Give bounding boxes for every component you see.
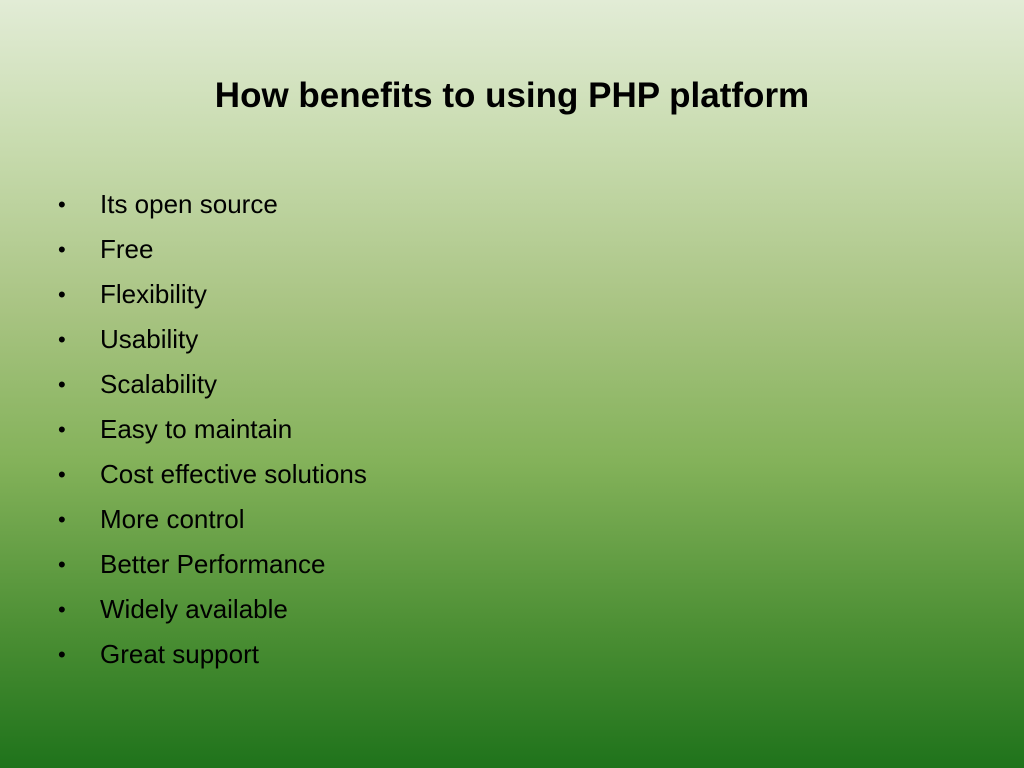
list-item-text: Flexibility <box>100 279 207 309</box>
list-item-text: Easy to maintain <box>100 414 293 444</box>
list-item-text: Scalability <box>100 369 218 399</box>
list-item-text: Better Performance <box>100 549 326 579</box>
list-item: • Usability <box>58 317 367 362</box>
bullet-icon: • <box>58 192 66 217</box>
list-item: • Cost effective solutions <box>58 452 367 497</box>
slide-title: How benefits to using PHP platform <box>214 76 810 115</box>
list-item: • Its open source <box>58 182 367 227</box>
bullet-icon: • <box>58 282 66 307</box>
list-item: • Easy to maintain <box>58 407 367 452</box>
list-item: • Great support <box>58 632 367 677</box>
bullet-icon: • <box>58 552 66 577</box>
list-item-text: Cost effective solutions <box>100 459 367 489</box>
list-item-text: Free <box>100 234 154 264</box>
bullet-icon: • <box>58 642 66 667</box>
bullet-icon: • <box>58 327 66 352</box>
list-item: • Better Performance <box>58 542 367 587</box>
bullet-icon: • <box>58 597 66 622</box>
bullet-icon: • <box>58 417 66 442</box>
list-item: • More control <box>58 497 367 542</box>
list-item-text: Its open source <box>100 189 278 219</box>
list-item-text: Usability <box>100 324 199 354</box>
list-item: • Free <box>58 227 367 272</box>
bullet-icon: • <box>58 372 66 397</box>
bullet-list: • Its open source • Free • Flexibility •… <box>58 182 367 677</box>
bullet-icon: • <box>58 462 66 487</box>
list-item-text: More control <box>100 504 245 534</box>
list-item-text: Great support <box>100 639 259 669</box>
list-item: • Flexibility <box>58 272 367 317</box>
list-item: • Widely available <box>58 587 367 632</box>
list-item-text: Widely available <box>100 594 288 624</box>
bullet-icon: • <box>58 507 66 532</box>
list-item: • Scalability <box>58 362 367 407</box>
bullet-icon: • <box>58 237 66 262</box>
